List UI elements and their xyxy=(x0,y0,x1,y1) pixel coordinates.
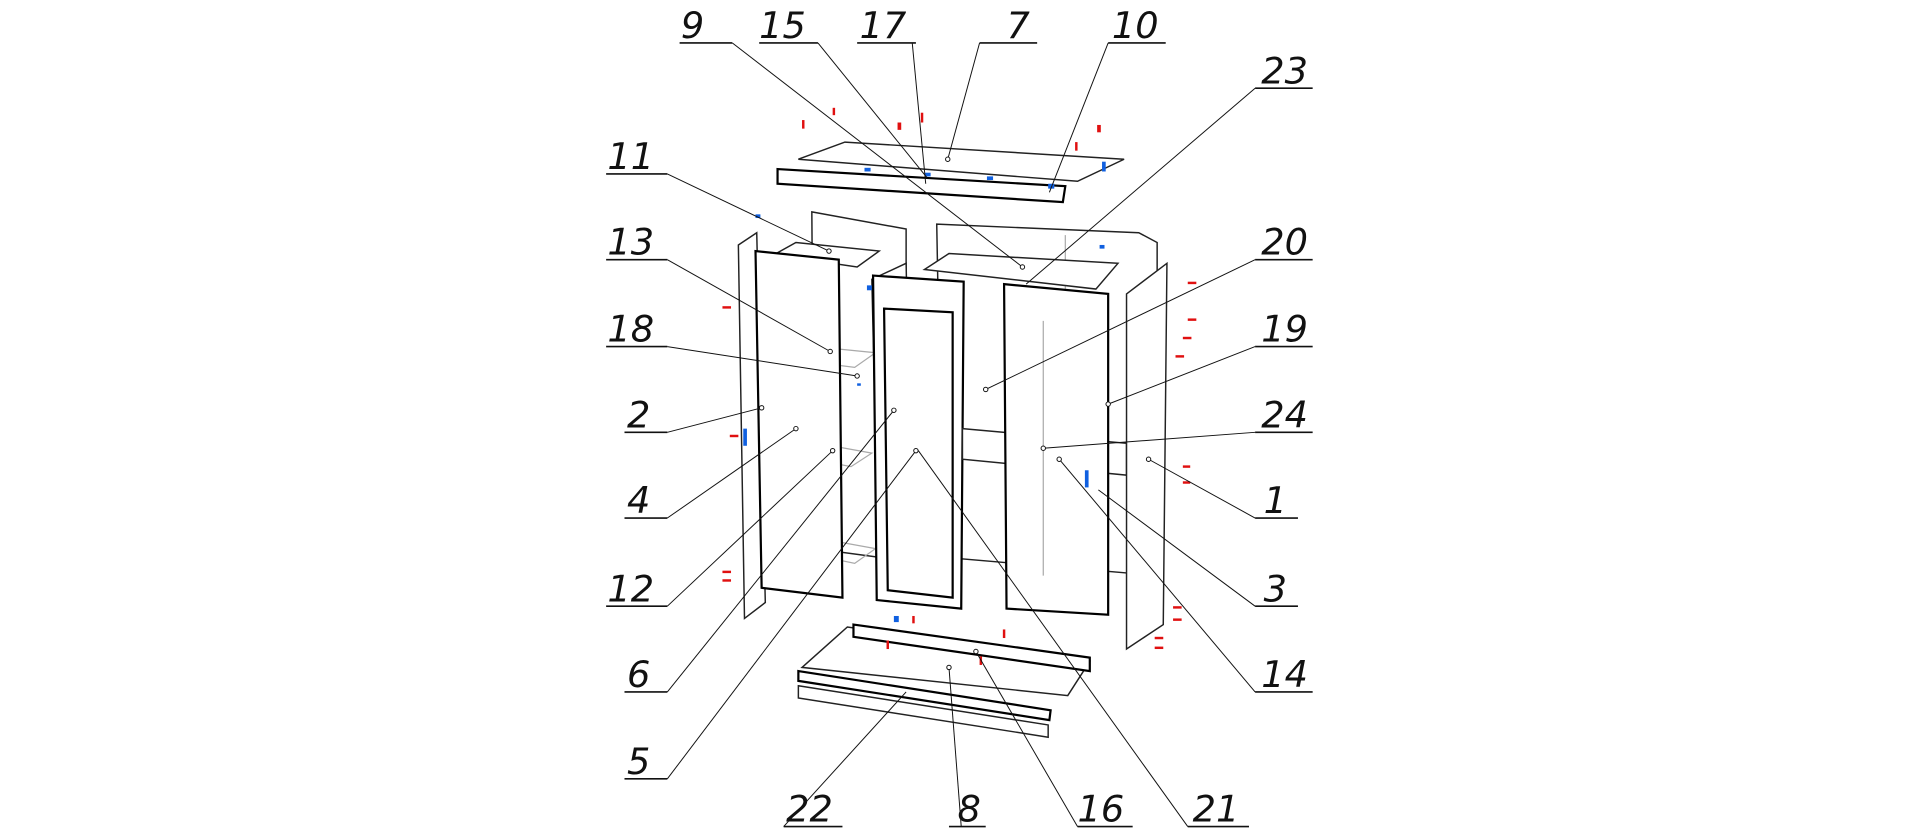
door-left xyxy=(754,249,844,599)
label-8: 8 xyxy=(958,788,981,831)
label-20: 20 xyxy=(1261,221,1308,264)
leader-lines xyxy=(666,42,1256,827)
side-panel-right xyxy=(1125,261,1168,651)
label-7: 7 xyxy=(1007,4,1031,47)
label-1: 1 xyxy=(1264,479,1287,522)
label-5: 5 xyxy=(627,740,650,783)
label-18: 18 xyxy=(607,308,654,351)
label-2: 2 xyxy=(627,393,650,436)
label-12: 12 xyxy=(607,567,654,610)
wardrobe-parts xyxy=(737,141,1168,739)
label-22: 22 xyxy=(786,788,833,831)
label-23: 23 xyxy=(1261,49,1308,92)
door-right xyxy=(1002,282,1110,616)
mirror xyxy=(882,307,954,599)
label-14: 14 xyxy=(1261,653,1308,696)
label-11: 11 xyxy=(607,135,654,178)
label-10: 10 xyxy=(1112,4,1159,47)
part-labels: 9 15 17 7 10 23 11 13 18 2 4 12 6 5 20 1… xyxy=(606,4,1313,831)
label-13: 13 xyxy=(607,221,654,264)
label-6: 6 xyxy=(627,653,650,696)
label-4: 4 xyxy=(627,479,650,522)
top-plate xyxy=(798,141,1125,183)
plinth-bar-16 xyxy=(852,623,1091,673)
right-top-shelf xyxy=(922,252,1120,290)
label-15: 15 xyxy=(759,4,806,47)
label-3: 3 xyxy=(1264,567,1287,610)
label-19: 19 xyxy=(1261,308,1308,351)
label-21: 21 xyxy=(1193,788,1240,831)
plinth-bar-22 xyxy=(797,684,1049,739)
label-17: 17 xyxy=(860,4,907,47)
label-16: 16 xyxy=(1078,788,1125,831)
plinth-grille xyxy=(797,669,1052,722)
label-24: 24 xyxy=(1261,393,1308,436)
label-9: 9 xyxy=(681,4,704,47)
cornice-bar xyxy=(776,167,1067,204)
